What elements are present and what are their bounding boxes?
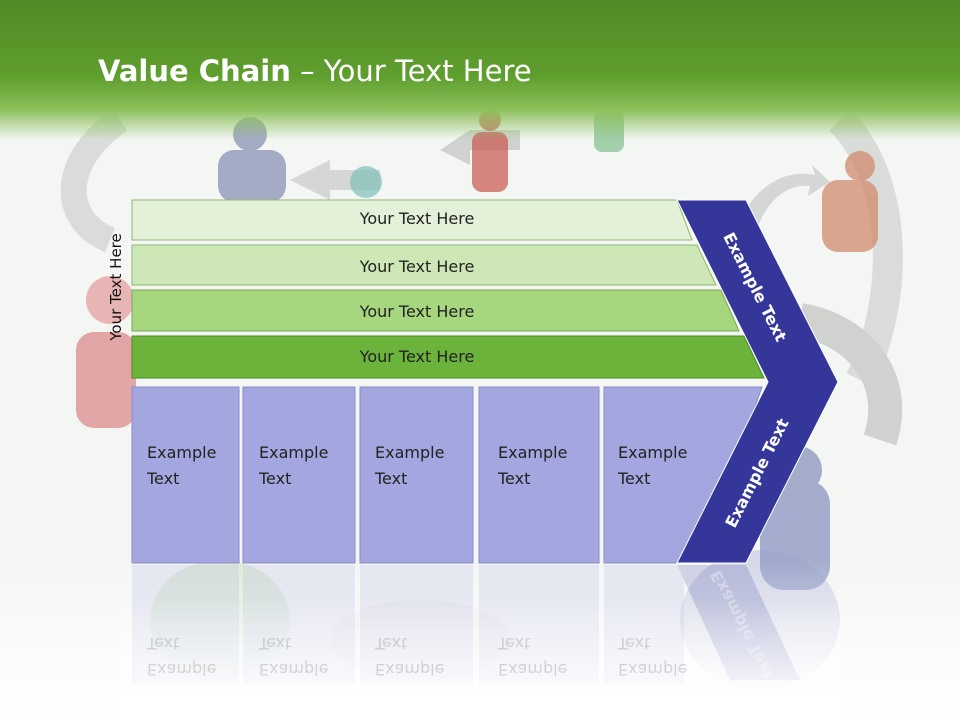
primary-cell-1 xyxy=(131,386,240,564)
cell-line-1: Example xyxy=(375,443,445,462)
header-band xyxy=(0,0,960,140)
cell-line-1: Example xyxy=(375,660,445,679)
cell-line-2: Text xyxy=(498,469,531,488)
cell-line-2: Text xyxy=(618,634,651,653)
side-label: Your Text Here xyxy=(107,233,125,341)
support-row-2-label: Your Text Here xyxy=(359,257,475,276)
cell-line-1: Example xyxy=(147,660,217,679)
cell-line-2: Text xyxy=(147,634,180,653)
title-rest: – Your Text Here xyxy=(290,54,532,88)
support-row-2 xyxy=(131,244,717,286)
primary-cell-4-label: Example Text xyxy=(498,440,567,492)
cell-line-2: Text xyxy=(375,469,408,488)
primary-cell-3 xyxy=(359,386,474,564)
cell-line-2: Text xyxy=(259,469,292,488)
cell-line-1: Example xyxy=(259,660,329,679)
cell-line-2: Text xyxy=(147,469,180,488)
slide-title: Value Chain – Your Text Here xyxy=(98,54,532,88)
margin-chevron xyxy=(676,199,839,564)
support-row-4-label: Your Text Here xyxy=(359,347,475,366)
primary-cell-2-label: Example Text xyxy=(259,440,328,492)
primary-cell-5-label: Example Text xyxy=(618,440,687,492)
support-row-3-label: Your Text Here xyxy=(359,302,475,321)
cell-line-1: Example xyxy=(498,443,568,462)
support-row-3 xyxy=(131,289,740,332)
primary-cell-4-reflection: Example Text xyxy=(498,630,567,682)
support-row-1 xyxy=(131,199,693,241)
support-row-4 xyxy=(131,335,765,379)
cell-line-2: Text xyxy=(259,634,292,653)
cell-line-2: Text xyxy=(498,634,531,653)
person-teal-icon xyxy=(350,166,382,198)
cell-line-1: Example xyxy=(618,443,688,462)
primary-cell-5-reflection: Example Text xyxy=(618,630,687,682)
cell-line-1: Example xyxy=(259,443,329,462)
person-orange-icon xyxy=(822,151,878,252)
primary-cell-2-reflection: Example Text xyxy=(259,630,328,682)
primary-cell-1-label: Example Text xyxy=(147,440,216,492)
primary-cell-2 xyxy=(242,386,356,564)
cell-line-1: Example xyxy=(147,443,217,462)
primary-cell-3-label: Example Text xyxy=(375,440,444,492)
title-bold: Value Chain xyxy=(98,54,291,88)
cell-line-2: Text xyxy=(618,469,651,488)
primary-cell-3-reflection: Example Text xyxy=(375,630,444,682)
person-pink-icon xyxy=(76,276,136,428)
primary-cell-1-reflection: Example Text xyxy=(147,630,216,682)
cell-line-2: Text xyxy=(375,634,408,653)
cell-line-1: Example xyxy=(498,660,568,679)
primary-cell-4 xyxy=(478,386,600,564)
cell-line-1: Example xyxy=(618,660,688,679)
support-row-1-label: Your Text Here xyxy=(359,209,475,228)
